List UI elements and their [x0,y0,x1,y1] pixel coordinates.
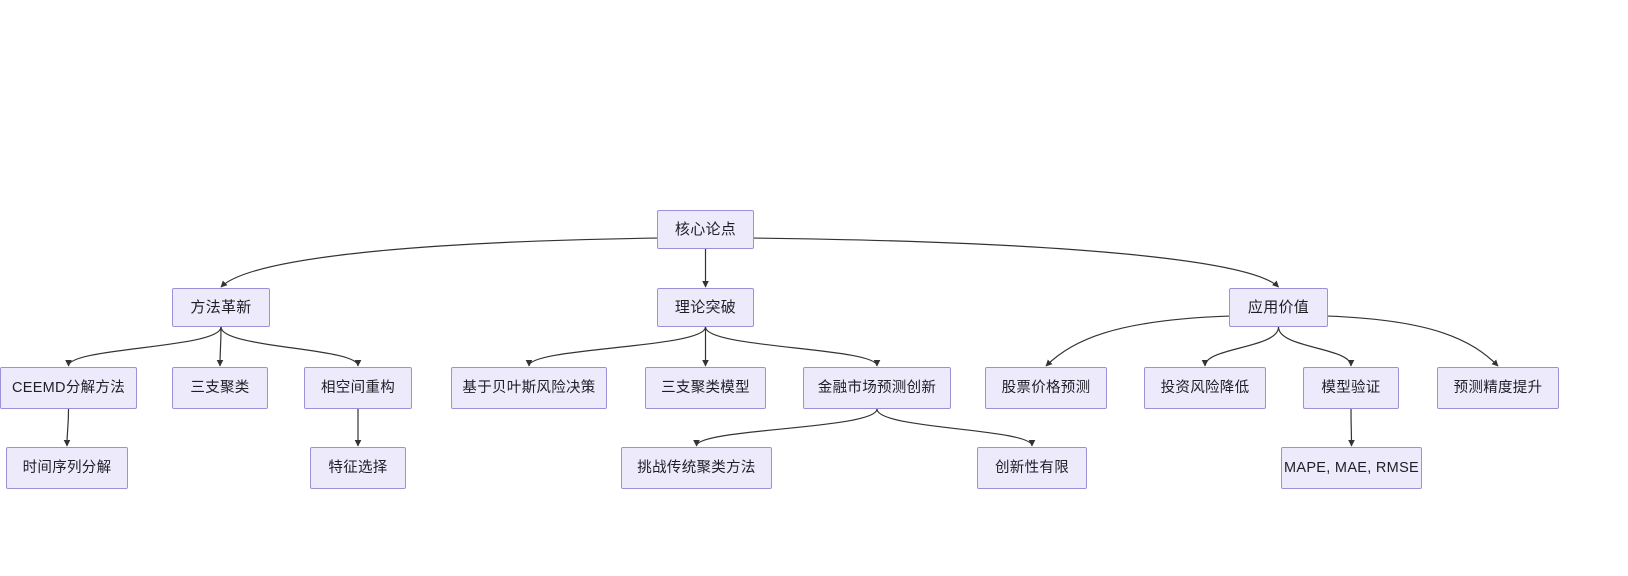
node-label: 投资风险降低 [1160,379,1250,396]
node-label: 三支聚类模型 [661,379,750,396]
node-label: 预测精度提升 [1453,379,1543,396]
node-b1[interactable]: 方法革新 [172,288,270,327]
edge-root-to-b1 [220,237,658,288]
node-label: 特征选择 [328,459,388,476]
node-label: 三支聚类 [190,379,250,396]
node-c4[interactable]: 基于贝叶斯风险决策 [451,367,607,409]
node-root[interactable]: 核心论点 [657,210,754,249]
node-label: 核心论点 [674,221,737,238]
node-d3[interactable]: 挑战传统聚类方法 [621,447,772,489]
node-label: 金融市场预测创新 [817,379,937,396]
node-c8[interactable]: 投资风险降低 [1144,367,1266,409]
edge-b2-to-c6 [704,326,881,367]
edge-b3-to-c9 [1277,326,1355,367]
node-label: 挑战传统聚类方法 [637,459,756,476]
edge-c6-to-d3 [693,408,878,447]
node-b2[interactable]: 理论突破 [657,288,754,327]
node-c7[interactable]: 股票价格预测 [985,367,1107,409]
edge-b1-to-c3 [220,326,362,367]
edge-b1-to-c2 [216,326,224,367]
node-label: 基于贝叶斯风险决策 [462,379,596,396]
node-label: 时间序列分解 [22,459,112,476]
edge-b3-to-c10 [1327,315,1499,367]
edge-b3-to-c8 [1201,326,1280,367]
edge-b1-to-c1 [65,326,222,367]
node-d4[interactable]: 创新性有限 [977,447,1087,489]
node-d1[interactable]: 时间序列分解 [6,447,128,489]
edge-c9-to-d5 [1348,408,1355,447]
edge-c6-to-d4 [876,408,1036,447]
node-d2[interactable]: 特征选择 [310,447,406,489]
node-c5[interactable]: 三支聚类模型 [645,367,766,409]
node-label: MAPE, MAE, RMSE [1283,459,1420,476]
node-d5[interactable]: MAPE, MAE, RMSE [1281,447,1422,489]
node-c9[interactable]: 模型验证 [1303,367,1399,409]
edge-b3-to-c7 [1045,315,1230,367]
edge-b2-to-c4 [525,326,707,367]
node-c1[interactable]: CEEMD分解方法 [0,367,137,409]
node-label: 应用价值 [1247,299,1310,316]
node-label: 模型验证 [1321,379,1381,396]
node-label: 股票价格预测 [1001,379,1091,396]
node-c2[interactable]: 三支聚类 [172,367,268,409]
node-c3[interactable]: 相空间重构 [304,367,412,409]
node-label: 理论突破 [674,299,737,316]
node-label: CEEMD分解方法 [11,379,126,396]
node-c10[interactable]: 预测精度提升 [1437,367,1559,409]
node-label: 相空间重构 [321,379,395,396]
node-label: 创新性有限 [995,459,1069,476]
node-b3[interactable]: 应用价值 [1229,288,1328,327]
edge-root-to-b3 [753,237,1279,288]
node-label: 方法革新 [190,299,252,316]
edge-c1-to-d1 [63,408,71,447]
node-c6[interactable]: 金融市场预测创新 [803,367,951,409]
